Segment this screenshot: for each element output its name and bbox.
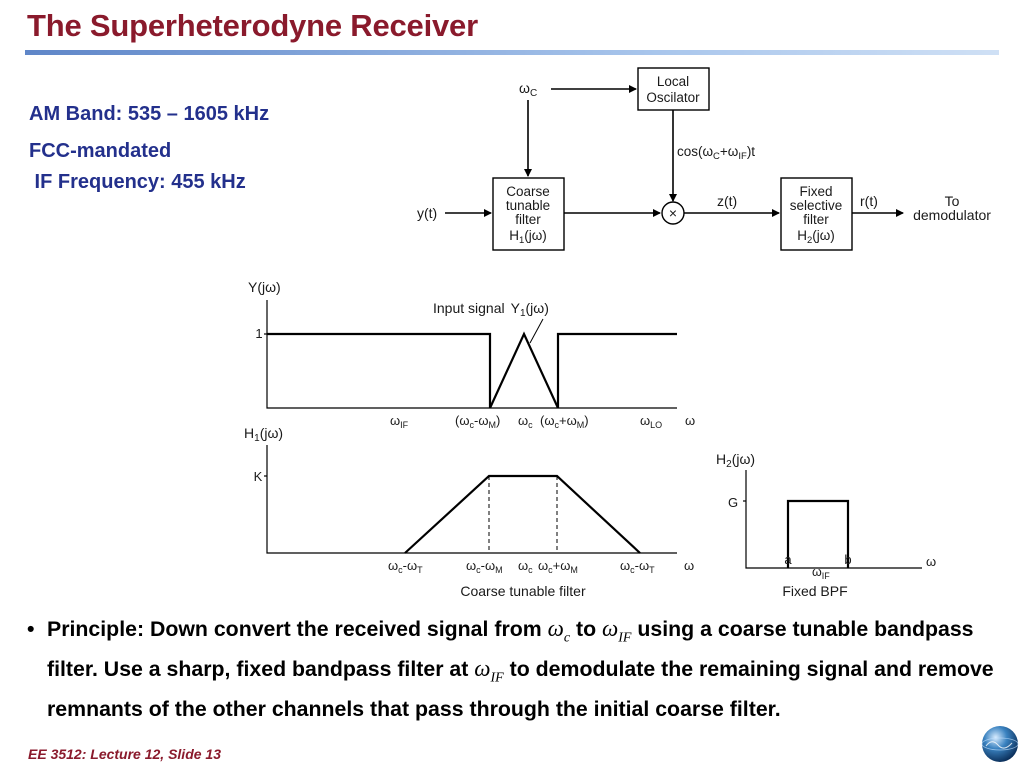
y-axis bbox=[266, 300, 677, 409]
bullet-mark: • bbox=[27, 617, 35, 641]
y-axis-label: Y(jω) bbox=[248, 279, 281, 295]
h2-axis bbox=[745, 470, 922, 569]
local-osc-line2: Oscilator bbox=[646, 90, 700, 105]
tick-omega: ω bbox=[685, 413, 695, 428]
h1-trapezoid bbox=[404, 474, 641, 554]
principle-bullet: • Principle: Down convert the received s… bbox=[27, 614, 1012, 725]
bullet-omega-c: ωc bbox=[547, 616, 571, 646]
fixed-h-label: H2(jω) bbox=[797, 228, 835, 246]
coarse-h-label: H1(jω) bbox=[509, 228, 547, 246]
coarse-line2: tunable bbox=[506, 198, 550, 213]
tick-wif: ωIF bbox=[390, 413, 409, 430]
fixed-bpf-plot: H2(jω) G a b ωIF ω Fixed BPF bbox=[716, 451, 936, 599]
h2-b-label: b bbox=[844, 552, 851, 567]
spectrum-desired-signal bbox=[489, 331, 559, 409]
h1-tick-wc-minus-wm: ωc-ωM bbox=[466, 558, 503, 575]
bullet-text: Principle: Down convert the received sig… bbox=[47, 614, 1012, 725]
bullet-part2: to bbox=[570, 617, 603, 641]
fixed-line2: selective bbox=[790, 198, 843, 213]
local-osc-line1: Local bbox=[657, 74, 689, 89]
am-band-note: AM Band: 535 – 1605 kHz bbox=[29, 103, 270, 125]
fixed-line1: Fixed bbox=[799, 184, 832, 199]
h1-tick-wc-plus-wm: ωc+ωM bbox=[538, 558, 578, 575]
tick-wlo: ωLO bbox=[640, 413, 662, 430]
r-label: r(t) bbox=[860, 193, 878, 209]
fcc-note-line1: FCC-mandated bbox=[29, 140, 172, 162]
h2-omega-label: ω bbox=[926, 554, 936, 569]
h1-tick-wc-plus-wt: ωc-ωT bbox=[620, 558, 655, 575]
h2-rectangle bbox=[786, 499, 850, 568]
globe-logo-icon bbox=[981, 726, 1019, 762]
cos-label: cos(ωC+ωIF)t bbox=[677, 144, 755, 162]
mixer-symbol: × bbox=[669, 205, 677, 221]
tick-wc: ωc bbox=[518, 413, 533, 430]
title-rule bbox=[25, 50, 999, 55]
local-oscillator-box bbox=[637, 67, 710, 111]
h2-caption: Fixed BPF bbox=[782, 583, 847, 599]
h1-axis bbox=[266, 445, 677, 554]
spectrum-left-band bbox=[267, 332, 492, 408]
fixed-filter-box bbox=[780, 177, 853, 251]
bullet-part3: using a coarse tunable bandpass filter. … bbox=[47, 617, 974, 682]
h2-axis-label: H2(jω) bbox=[716, 451, 755, 470]
y-one-label: 1 bbox=[255, 326, 262, 341]
slide-title: The Superheterodyne Receiver bbox=[27, 8, 478, 43]
annotation-pointer bbox=[529, 318, 544, 344]
z-label: z(t) bbox=[717, 193, 737, 209]
coarse-filter-box bbox=[492, 177, 565, 251]
spectrum-right-band bbox=[556, 332, 677, 408]
bullet-omega-if: ωIF bbox=[602, 616, 632, 646]
h2-g-label: G bbox=[728, 495, 738, 510]
h1-caption: Coarse tunable filter bbox=[460, 583, 586, 599]
receiver-block-diagram: ωC Local Oscilator cos(ωC+ωIF)t y(t) Coa… bbox=[417, 67, 991, 251]
bullet-part4: to demodulate the remaining signal and r… bbox=[47, 657, 994, 722]
h1-k-label: K bbox=[254, 469, 263, 484]
to-label: To bbox=[945, 193, 960, 209]
demodulator-label: demodulator bbox=[913, 207, 991, 223]
h1-tick-omega: ω bbox=[684, 558, 694, 573]
h2-wif-label: ωIF bbox=[812, 565, 830, 581]
coarse-line1: Coarse bbox=[506, 184, 550, 199]
tick-wc-plus-wm: (ωc+ωM) bbox=[540, 413, 589, 430]
slide-footer: EE 3512: Lecture 12, Slide 13 bbox=[28, 746, 221, 762]
fixed-line3: filter bbox=[803, 212, 829, 227]
input-y-label: y(t) bbox=[417, 205, 437, 221]
bullet-omega-if-2: ωIF bbox=[474, 656, 504, 686]
coarse-filter-plot: H1(jω) K ωc-ωT ωc-ωM ωc ωc+ωM ωc-ωT ω Co… bbox=[244, 425, 694, 599]
wc-label: ωC bbox=[519, 80, 537, 99]
h1-axis-label: H1(jω) bbox=[244, 425, 283, 444]
coarse-line3: filter bbox=[515, 212, 541, 227]
bullet-part1: Principle: Down convert the received sig… bbox=[47, 617, 548, 641]
h1-tick-wc: ωc bbox=[518, 558, 533, 575]
h1-tick-wc-minus-wt: ωc-ωT bbox=[388, 558, 423, 575]
tick-wc-minus-wm: (ωc-ωM) bbox=[455, 413, 500, 430]
fcc-note-line2: IF Frequency: 455 kHz bbox=[29, 171, 246, 193]
h2-a-label: a bbox=[784, 552, 792, 567]
